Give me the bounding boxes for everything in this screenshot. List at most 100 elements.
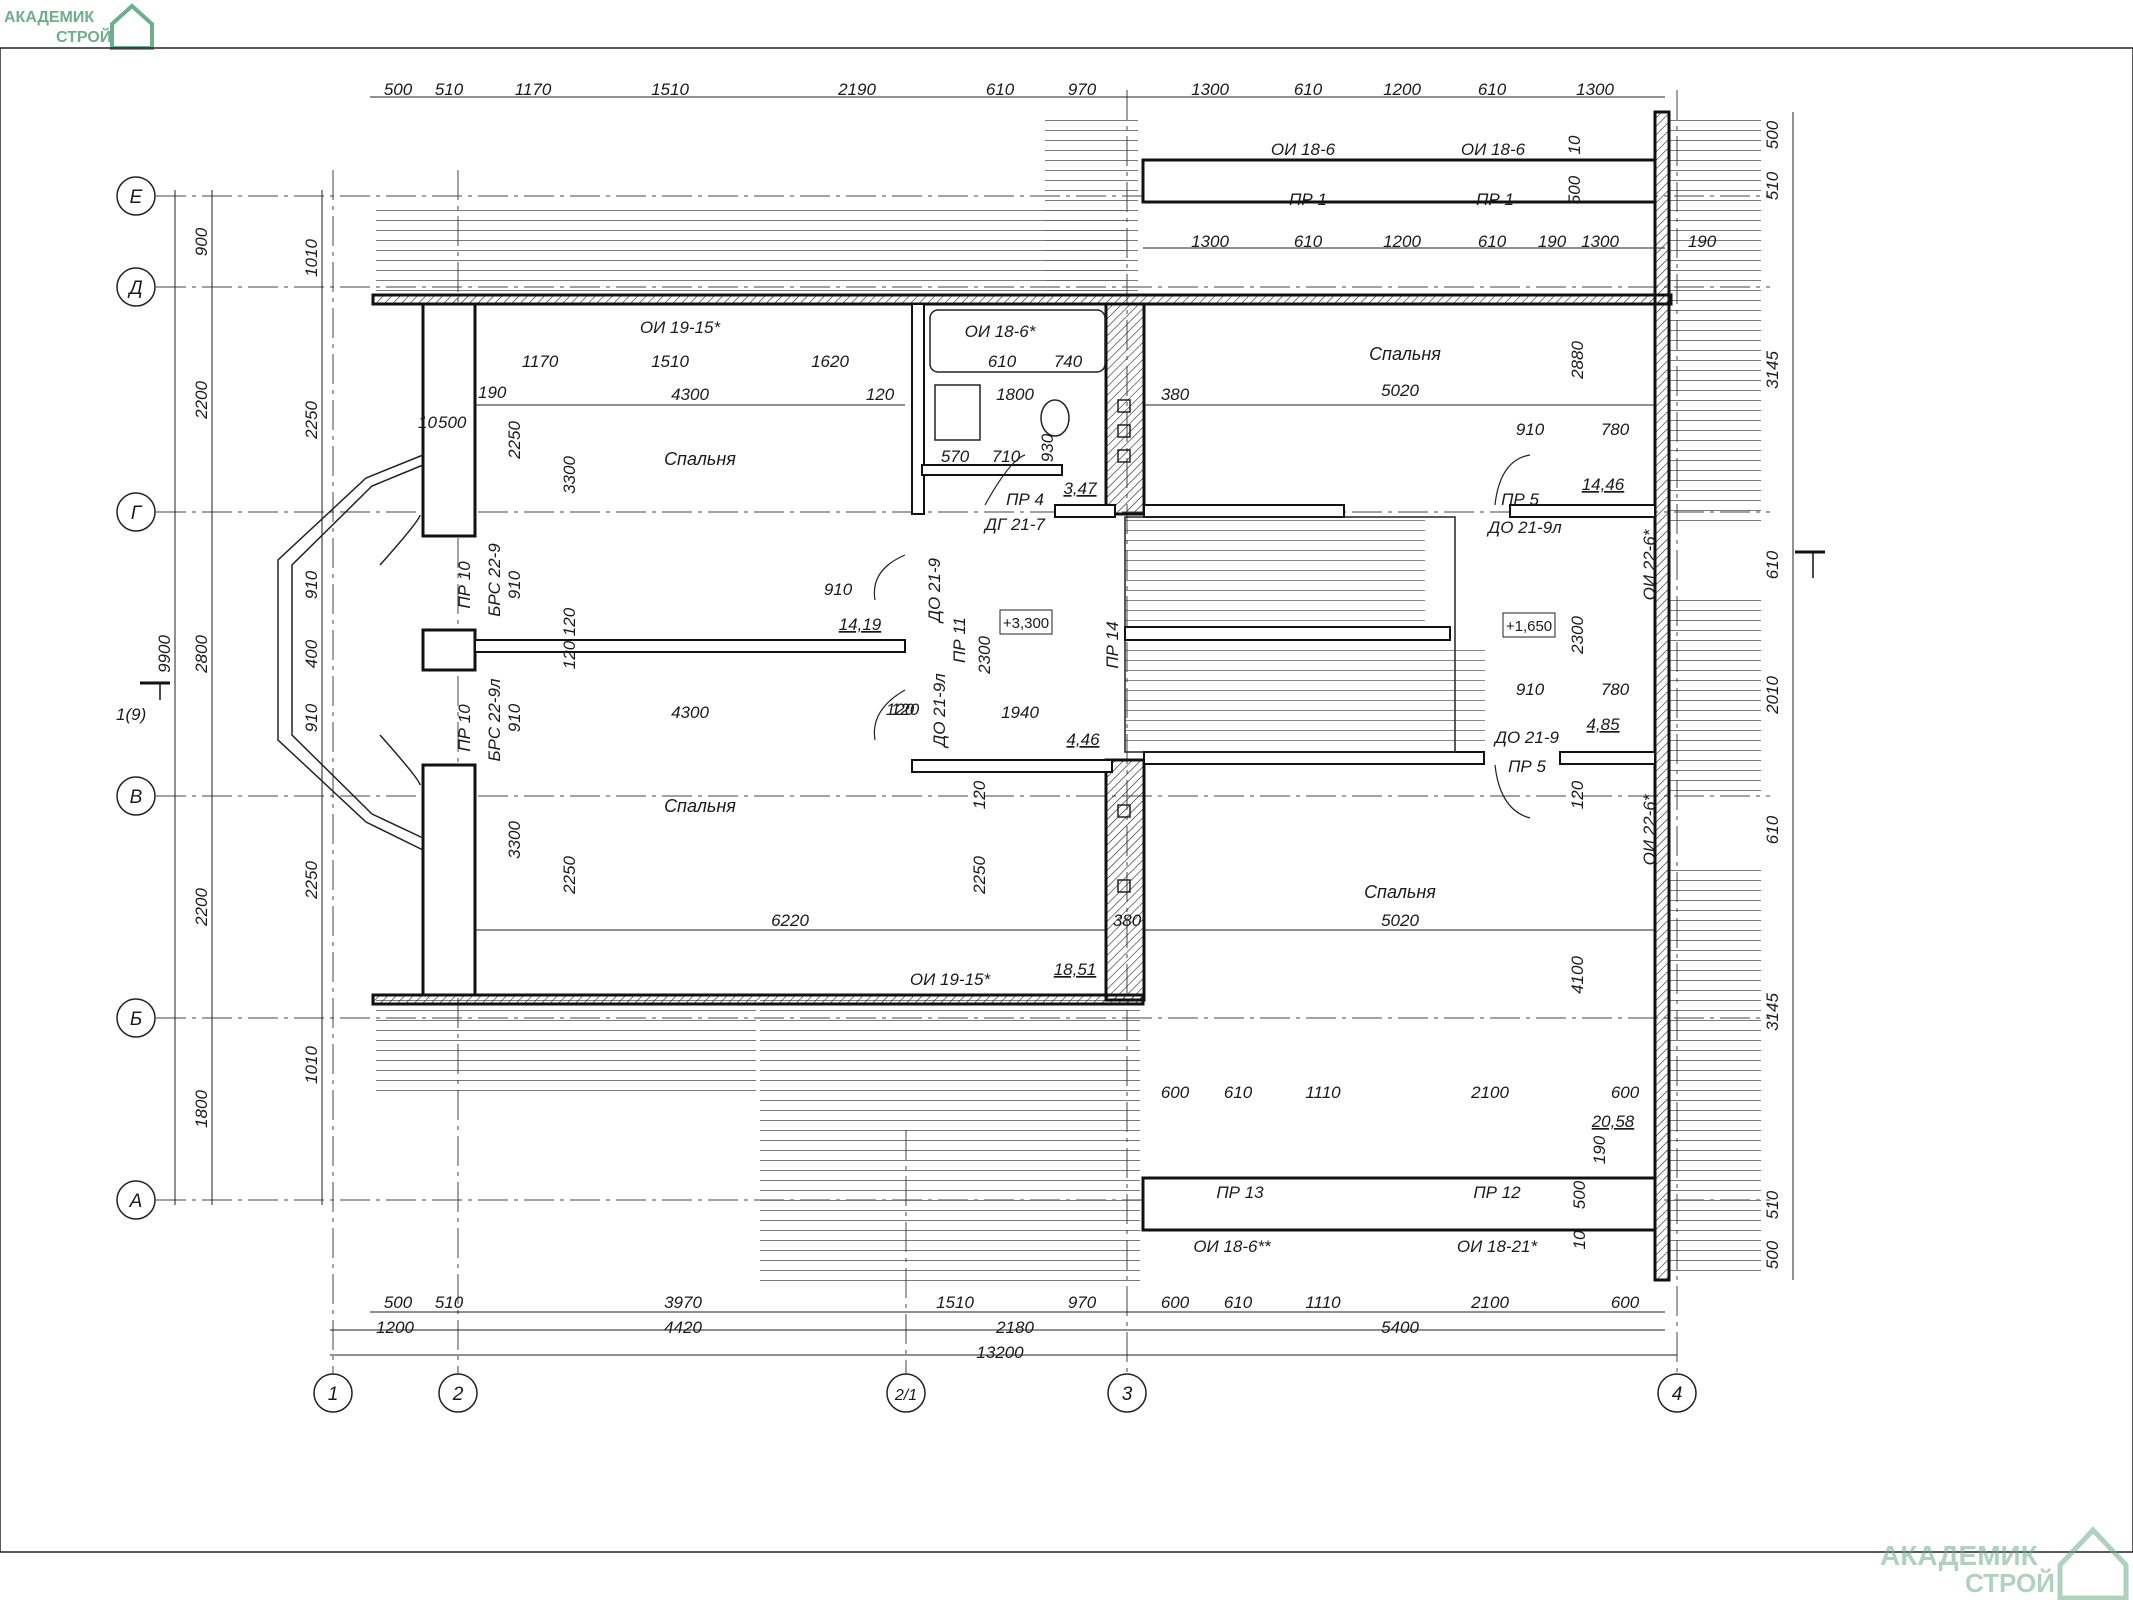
room-label-bedroom: Спальня bbox=[1364, 882, 1436, 902]
dimension-label: 2200 bbox=[192, 888, 211, 927]
bay-window bbox=[277, 454, 424, 851]
sink-icon bbox=[934, 384, 981, 441]
dimension-label: 2250 bbox=[302, 401, 321, 440]
dimension-label: 610 bbox=[986, 80, 1015, 99]
door-swing bbox=[873, 689, 906, 741]
axis-bubble bbox=[116, 1180, 156, 1220]
axis-label: Д bbox=[127, 278, 142, 299]
dimension-label: 2880 bbox=[1568, 341, 1587, 380]
logo-line2: СТРОЙ bbox=[1965, 1568, 2055, 1598]
vent-icon bbox=[1117, 424, 1131, 438]
axis-bubble bbox=[116, 492, 156, 532]
axis-bubble bbox=[1107, 1373, 1147, 1413]
dimension-label: 3970 bbox=[664, 1293, 702, 1312]
dimension-label: 380 bbox=[1161, 385, 1190, 404]
dimension-label: 13200 bbox=[976, 1343, 1024, 1362]
opening-mark: ПР 11 bbox=[950, 617, 969, 663]
door-swing bbox=[873, 554, 906, 601]
window-mark: ОИ 18-6** bbox=[1193, 1237, 1272, 1256]
door-mark: БРС 22-9л bbox=[485, 678, 504, 761]
dimension-label: 910 bbox=[1516, 420, 1545, 439]
axis-bubble bbox=[116, 176, 156, 216]
dimension-label: 4300 bbox=[671, 385, 709, 404]
dimension-label: 2100 bbox=[1470, 1293, 1509, 1312]
axis-bubbles-columns: 1 2 2/1 3 4 bbox=[313, 1373, 1697, 1413]
section-mark: 1(9) bbox=[116, 550, 1825, 724]
door-swing bbox=[1494, 454, 1531, 506]
opening-marks: ОИ 18-6 ОИ 18-6 ПР 1 ПР 1 ОИ 19-15* ОИ 1… bbox=[455, 140, 1659, 1256]
window-mark: ОИ 18-6* bbox=[965, 322, 1037, 341]
dimension-label: 380 bbox=[1113, 911, 1142, 930]
level-label: +3,300 bbox=[1003, 615, 1049, 632]
section-label: 1(9) bbox=[116, 705, 146, 724]
vent-icon bbox=[1117, 804, 1131, 818]
door-mark: ДО 21-9 bbox=[1493, 728, 1559, 747]
window-mark: ОИ 19-15* bbox=[910, 970, 992, 989]
dimension-label: 910 bbox=[824, 580, 853, 599]
dimension-label: 4300 bbox=[671, 703, 709, 722]
dimension-label: 500 bbox=[1763, 1240, 1782, 1269]
opening-mark: ПР 5 bbox=[1508, 757, 1546, 776]
left-dimensions: 900 2200 2800 2200 1800 9900 1010 2250 9… bbox=[155, 227, 321, 1128]
dimension-label: 930 bbox=[1038, 433, 1057, 462]
area-label: 14,46 bbox=[1582, 475, 1625, 494]
room-areas: 3,47 14,46 14,19 4,46 4,85 18,51 20,58 bbox=[839, 475, 1635, 1131]
opening-mark: ПР 14 bbox=[1103, 621, 1122, 668]
dimension-label: 610 bbox=[988, 352, 1017, 371]
dimension-label: 120 bbox=[891, 700, 920, 719]
axis-bubble bbox=[116, 998, 156, 1038]
dimension-label: 190 bbox=[1590, 1135, 1609, 1164]
opening-mark: ПР 10 bbox=[455, 704, 474, 752]
dimension-label: 2250 bbox=[302, 861, 321, 900]
interior-dimensions: 10 500 190 1170 1510 1620 4300 120 1800 … bbox=[418, 135, 1640, 1249]
dimension-label: 1300 bbox=[1191, 80, 1229, 99]
dimension-label: 910 bbox=[1516, 680, 1545, 699]
dimension-label: 610 bbox=[1763, 815, 1782, 844]
dimension-label: 510 bbox=[435, 80, 464, 99]
dimension-label: 610 bbox=[1763, 550, 1782, 579]
dimension-label: 970 bbox=[1068, 80, 1097, 99]
toilet-icon bbox=[1040, 399, 1070, 437]
dimension-label: 6220 bbox=[771, 911, 809, 930]
dimension-label: 510 bbox=[1763, 1190, 1782, 1219]
exterior-walls bbox=[371, 110, 1673, 1282]
dimension-label: 780 bbox=[1601, 420, 1630, 439]
dimension-label: 3300 bbox=[560, 456, 579, 494]
window-mark: ОИ 22-6* bbox=[1640, 528, 1659, 600]
dimension-label: 120 bbox=[1568, 780, 1587, 809]
dimension-label: 1940 bbox=[1001, 703, 1039, 722]
room-label-bedroom: Спальня bbox=[664, 796, 736, 816]
bathroom-fixtures bbox=[929, 309, 1131, 893]
dimension-label: 190 bbox=[1688, 232, 1717, 251]
dimension-label: 2300 bbox=[1568, 616, 1587, 655]
door-swings bbox=[873, 454, 1531, 819]
area-label: 4,46 bbox=[1066, 730, 1100, 749]
dimension-label: 610 bbox=[1294, 80, 1323, 99]
dimension-label: 570 bbox=[941, 447, 970, 466]
dimension-label: 1170 bbox=[522, 352, 559, 371]
dimension-label: 2250 bbox=[970, 856, 989, 895]
roof-slope-bottom-center bbox=[760, 1000, 1140, 1285]
interior-walls bbox=[474, 303, 1656, 773]
dimension-label: 1200 bbox=[1383, 232, 1421, 251]
dimension-label: 1200 bbox=[376, 1318, 414, 1337]
house-icon bbox=[110, 3, 154, 50]
dimension-label: 500 bbox=[438, 413, 467, 432]
dimension-label: 3145 bbox=[1763, 993, 1782, 1031]
dimension-label: 500 bbox=[1565, 175, 1584, 204]
dimension-label: 780 bbox=[1601, 680, 1630, 699]
dimension-label: 910 bbox=[505, 703, 524, 732]
dimension-label: 2300 bbox=[975, 636, 994, 675]
dimension-label: 400 bbox=[302, 639, 321, 668]
dimension-label: 190 bbox=[478, 383, 507, 402]
dimension-label: 710 bbox=[992, 447, 1021, 466]
axis-bubble bbox=[438, 1373, 478, 1413]
dimension-label: 1300 bbox=[1191, 232, 1229, 251]
axis-bubble bbox=[313, 1373, 353, 1413]
dimension-label: 610 bbox=[1478, 232, 1507, 251]
dimension-label: 600 bbox=[1611, 1083, 1640, 1102]
dimension-label: 500 bbox=[384, 80, 413, 99]
dimension-label: 2100 bbox=[1470, 1083, 1509, 1102]
company-logo-top: АКАДЕМИК СТРОЙ bbox=[4, 3, 154, 50]
dimension-label: 120 bbox=[560, 640, 579, 669]
